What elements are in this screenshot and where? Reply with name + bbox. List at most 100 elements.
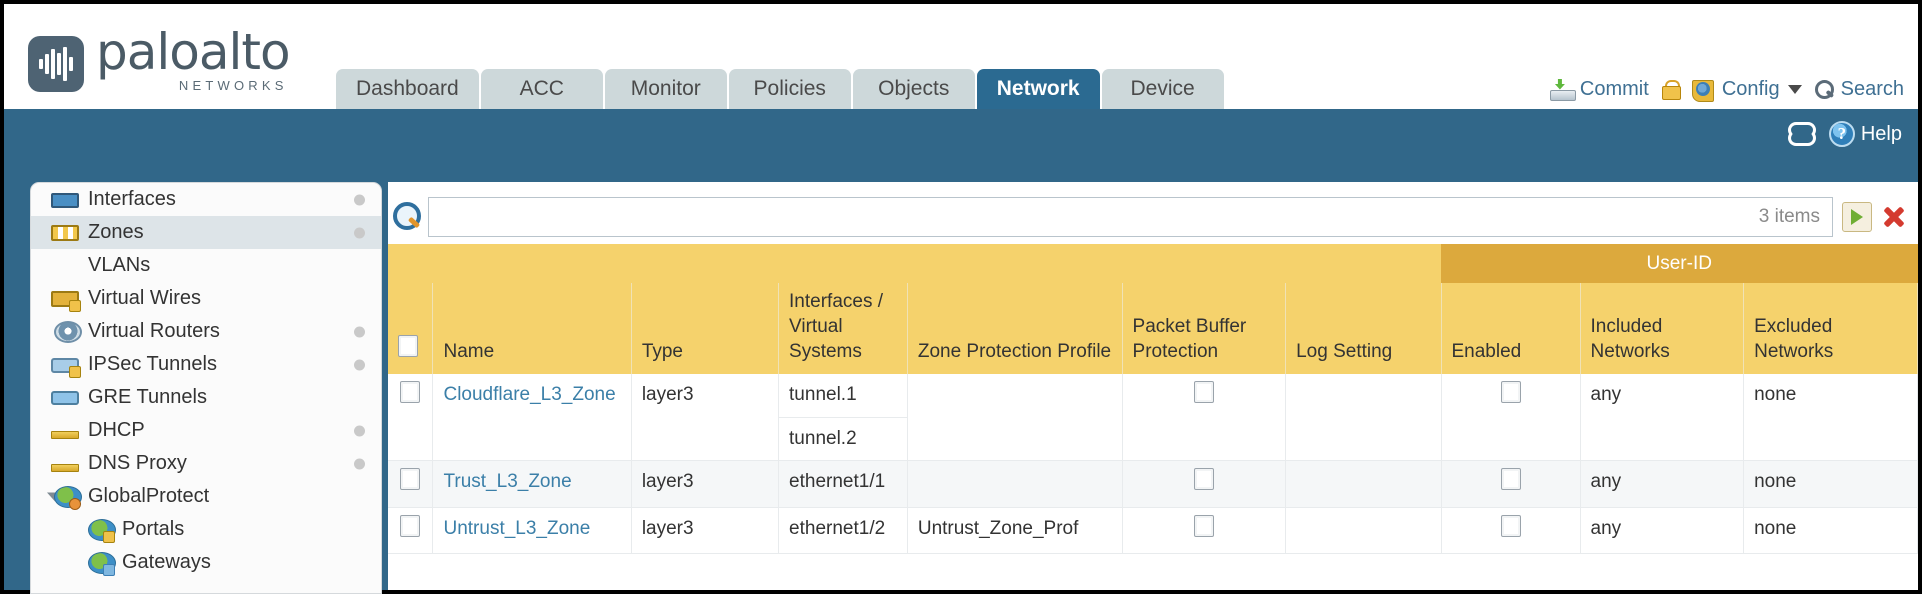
column-header-name[interactable]: Name (432, 283, 632, 375)
apply-filter-button[interactable] (1842, 202, 1872, 232)
column-header-zone-protection-profile[interactable]: Zone Protection Profile (907, 283, 1123, 375)
cell-packet-buffer-protection (1122, 374, 1287, 462)
zone-name-link[interactable]: Trust_L3_Zone (443, 471, 572, 493)
sidebar-item-dhcp[interactable]: DHCP (31, 414, 381, 447)
column-header-included-networks[interactable]: Included Networks (1580, 283, 1745, 375)
row-select-checkbox[interactable] (400, 514, 421, 537)
go-arrow-icon (1851, 209, 1863, 225)
packet-buffer-protection-checkbox[interactable] (1193, 514, 1214, 537)
sidebar-item-virtual-routers[interactable]: Virtual Routers (31, 315, 381, 348)
zone-name-link[interactable]: Untrust_L3_Zone (443, 517, 591, 539)
help-label: Help (1860, 122, 1902, 145)
search-button[interactable]: Search (1814, 78, 1904, 101)
vlans-icon (51, 255, 79, 277)
sidebar-item-label: Interfaces (88, 188, 176, 210)
column-header-packet-buffer-protection[interactable]: Packet Buffer Protection (1122, 283, 1287, 375)
sidebar-item-label: DHCP (88, 419, 145, 441)
nav-tab-network[interactable]: Network (976, 69, 1100, 109)
sidebar-item-interfaces[interactable]: Interfaces (31, 183, 381, 216)
nav-tab-acc[interactable]: ACC (480, 69, 603, 109)
filter-search-icon[interactable] (392, 202, 422, 232)
sidebar-item-label: Virtual Wires (88, 287, 201, 309)
nav-tab-objects[interactable]: Objects (852, 69, 975, 109)
sidebar-item-gre-tunnels[interactable]: GRE Tunnels (31, 381, 381, 414)
sidebar-item-dns-proxy[interactable]: DNS Proxy (31, 447, 381, 480)
cell-packet-buffer-protection (1122, 460, 1287, 508)
clear-filter-button[interactable] (1879, 202, 1909, 232)
commit-button[interactable]: Commit (1549, 78, 1649, 101)
nav-tab-label: Dashboard (356, 77, 459, 100)
row-select-checkbox[interactable] (400, 468, 421, 491)
icon-badge (69, 365, 81, 378)
userid-enabled-checkbox[interactable] (1500, 381, 1521, 404)
config-menu[interactable]: Config (1691, 78, 1802, 102)
cell-excluded-networks: none (1743, 507, 1918, 555)
cell-included-networks: any (1580, 460, 1745, 508)
lock-icon[interactable] (1661, 79, 1681, 100)
column-header-interfaces-virtual-systems[interactable]: Interfaces / Virtual Systems (778, 283, 908, 375)
nav-tab-monitor[interactable]: Monitor (604, 69, 727, 109)
userid-enabled-checkbox[interactable] (1500, 468, 1521, 491)
portals-icon (85, 518, 116, 543)
select-all-checkbox[interactable] (398, 335, 418, 358)
sidebar-item-vlans[interactable]: VLANs (31, 249, 381, 282)
sidebar-item-ipsec-tunnels[interactable]: IPSec Tunnels (31, 348, 381, 381)
cell-log-setting (1285, 374, 1442, 462)
zones-table-group-row: User-ID (388, 244, 1918, 284)
userid-enabled-checkbox[interactable] (1500, 514, 1521, 537)
search-label: Search (1840, 78, 1904, 100)
sidebar-item-zones[interactable]: Zones (31, 216, 381, 249)
nav-tab-label: Objects (878, 77, 950, 100)
config-icon (1691, 79, 1716, 102)
icon-badge (103, 530, 115, 543)
packet-buffer-protection-checkbox[interactable] (1193, 381, 1214, 404)
row-select-checkbox[interactable] (400, 381, 421, 404)
interface-entry: tunnel.2 (789, 427, 857, 449)
help-button[interactable]: ? Help (1828, 121, 1902, 147)
paloalto-logo: paloalto NETWORKS (28, 27, 291, 92)
help-icon: ? (1828, 121, 1855, 147)
nav-tab-label: ACC (519, 77, 564, 100)
cell-zone-protection-profile (907, 460, 1123, 508)
sidebar-item-label: Gateways (122, 551, 211, 573)
sidebar-item-label: DNS Proxy (88, 452, 187, 474)
zone-name-link[interactable]: Cloudflare_L3_Zone (443, 384, 616, 406)
chevron-down-icon (1787, 85, 1802, 94)
interface-entry: ethernet1/2 (789, 517, 886, 539)
cell-interfaces: ethernet1/1 (778, 460, 908, 508)
sidebar-item-virtual-wires[interactable]: Virtual Wires (31, 282, 381, 315)
column-header-type[interactable]: Type (631, 283, 780, 375)
sub-toolbar: ? Help (4, 109, 1918, 165)
icon-badge (69, 299, 81, 312)
sidebar-item-gateways[interactable]: Gateways (31, 546, 381, 579)
column-header-enabled[interactable]: Enabled (1441, 283, 1581, 375)
nav-tab-dashboard[interactable]: Dashboard (336, 69, 479, 109)
gre-tunnels-icon (51, 387, 79, 409)
userid-group-header: User-ID (1441, 244, 1918, 284)
column-header-label: Log Setting (1296, 341, 1393, 363)
gateways-icon (85, 551, 116, 576)
packet-buffer-protection-checkbox[interactable] (1193, 468, 1214, 491)
nav-tab-label: Device (1130, 77, 1195, 100)
cell-included-networks: any (1580, 374, 1745, 462)
column-header-log-setting[interactable]: Log Setting (1285, 283, 1442, 375)
nav-tab-device[interactable]: Device (1101, 69, 1224, 109)
refresh-icon[interactable] (1787, 122, 1816, 146)
sidebar-item-portals[interactable]: Portals (31, 513, 381, 546)
sidebar-item-globalprotect[interactable]: GlobalProtect (31, 480, 381, 513)
cell-zone-protection-profile (907, 374, 1123, 462)
sidebar-item-status-dot (354, 425, 365, 436)
column-header-excluded-networks[interactable]: Excluded Networks (1743, 283, 1918, 375)
nav-tab-policies[interactable]: Policies (728, 69, 851, 109)
filter-search-box[interactable]: 3 items (428, 197, 1833, 237)
row-select-cell (388, 460, 434, 508)
search-input[interactable] (441, 206, 1749, 228)
icon-badge (103, 563, 115, 576)
